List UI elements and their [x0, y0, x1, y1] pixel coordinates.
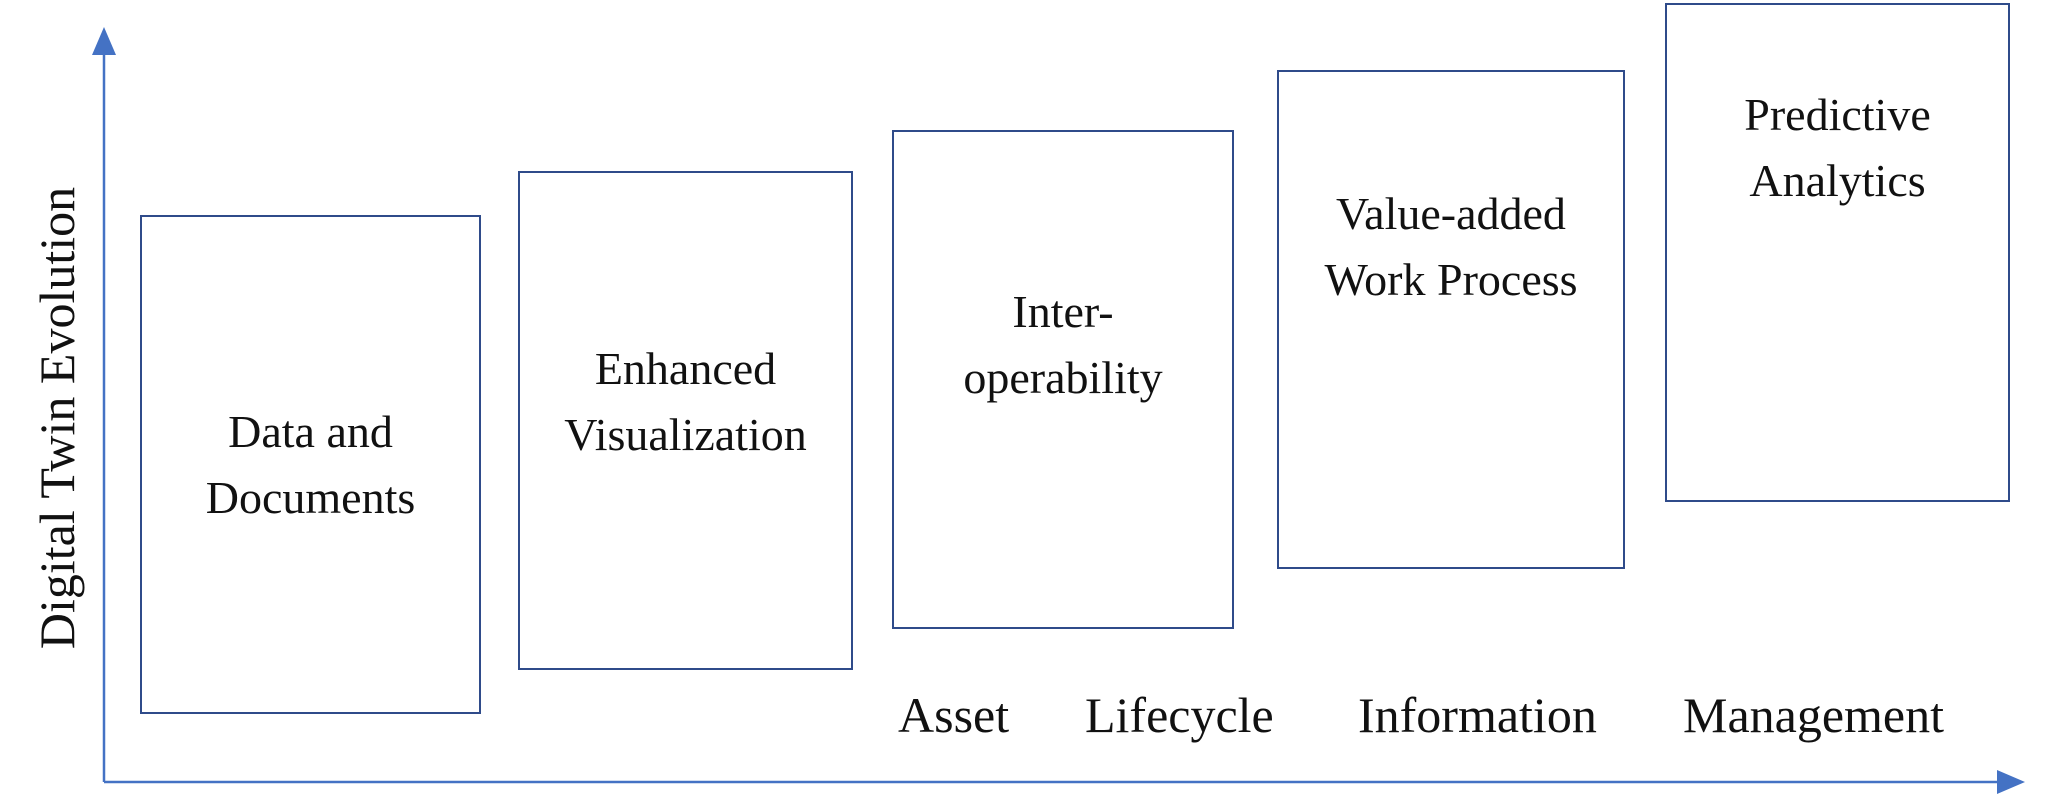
stage-box-interoperability: Inter- operability — [892, 130, 1234, 629]
stage-box-predictive-analytics: Predictive Analytics — [1665, 3, 2010, 502]
stage-box-enhanced-visualization: Enhanced Visualization — [518, 171, 853, 670]
stage-box-data-and-documents: Data and Documents — [140, 215, 481, 714]
stage-box-value-added-work-process: Value-added Work Process — [1277, 70, 1625, 569]
x-axis-word-information: Information — [1358, 687, 1597, 743]
y-axis-label: Digital Twin Evolution — [29, 186, 85, 650]
x-axis-arrowhead — [1997, 770, 2025, 794]
stage-label: Predictive Analytics — [1744, 88, 1931, 206]
stage-label: Inter- operability — [963, 285, 1163, 403]
stage-label: Enhanced Visualization — [564, 343, 807, 460]
stage-label: Value-added Work Process — [1324, 188, 1578, 305]
x-axis-word-management: Management — [1683, 687, 1945, 743]
x-axis-word-asset: Asset — [898, 687, 1010, 743]
y-axis-arrowhead — [92, 27, 116, 55]
stage-label: Data and Documents — [205, 405, 416, 523]
x-axis-word-lifecycle: Lifecycle — [1085, 687, 1274, 743]
